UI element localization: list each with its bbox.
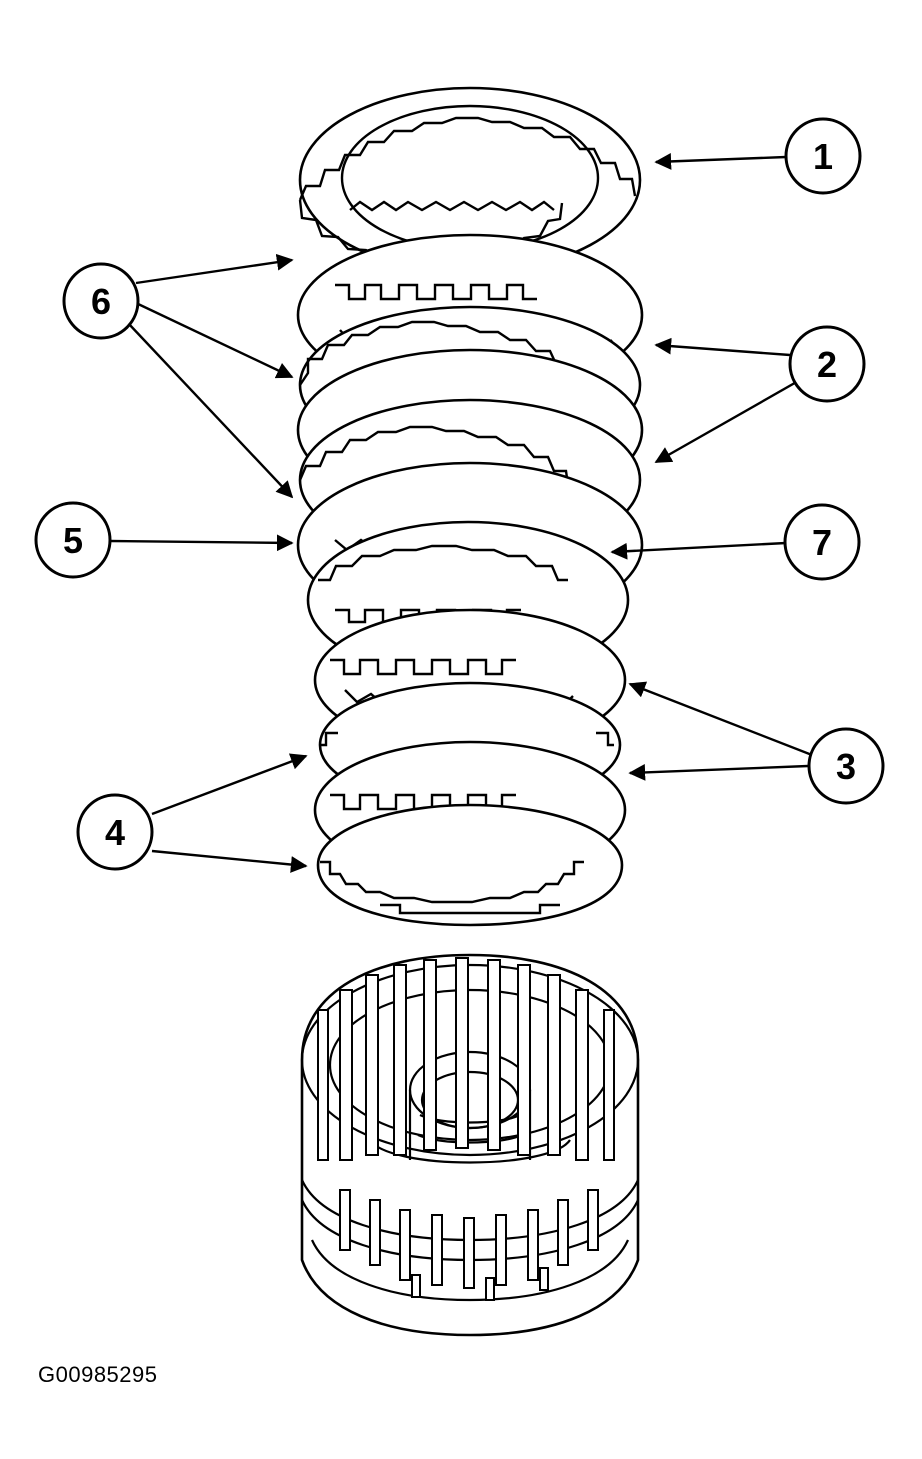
callout-6-label: 6	[91, 281, 111, 322]
callout-5-label: 5	[63, 520, 83, 561]
callout-4-label: 4	[105, 812, 125, 853]
callout-3: 3	[807, 727, 885, 805]
callout-7-label: 7	[812, 522, 832, 563]
callout-6: 6	[62, 262, 140, 340]
plate-4-steel-lower	[316, 803, 624, 927]
callout-5: 5	[34, 501, 112, 579]
drum-slots	[317, 957, 615, 1301]
callout-1: 1	[784, 117, 862, 195]
callout-7: 7	[783, 503, 861, 581]
clutch-stack	[296, 86, 644, 927]
leader-lines	[109, 153, 813, 873]
callout-3-label: 3	[836, 746, 856, 787]
callout-2: 2	[788, 325, 866, 403]
callout-1-label: 1	[813, 136, 833, 177]
clutch-drum	[300, 953, 640, 1337]
callout-2-label: 2	[817, 344, 837, 385]
callout-4: 4	[76, 793, 154, 871]
figure-id: G00985295	[38, 1362, 158, 1387]
plate-1-friction	[298, 86, 642, 274]
